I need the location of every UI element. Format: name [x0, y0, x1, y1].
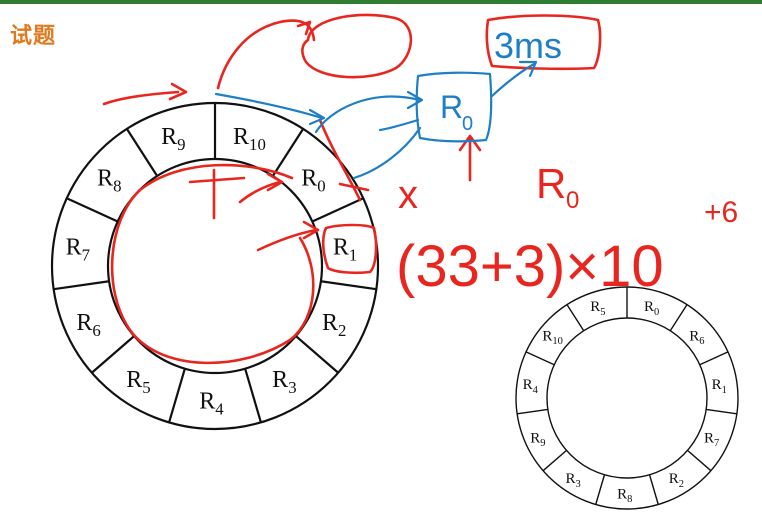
large-disk-sector-divider: [320, 280, 377, 291]
small-disk-sector-divider: [566, 304, 585, 332]
large-disk-sector-label: R5: [126, 367, 150, 397]
small-disk-sector-label: R0: [644, 299, 659, 318]
small-disk-sector-label: R5: [590, 299, 605, 318]
small-disk-sector-label: R10: [542, 328, 563, 347]
red-arrow-mid: [238, 180, 282, 204]
large-disk-sector-label: R10: [233, 124, 266, 154]
blue-stroke-low2: [378, 118, 420, 132]
red-annotations: [102, 13, 602, 365]
small-disk-sector-label: R1: [712, 377, 727, 396]
large-disk-sector-divider: [295, 335, 339, 374]
large-disk-sector-label: R7: [66, 234, 90, 264]
blue-stroke-top: [214, 92, 324, 120]
blue-annotations: [214, 60, 538, 180]
red-cross-mark: x: [398, 173, 418, 217]
small-disk-sector-label: R9: [530, 430, 545, 449]
large-disk-sector-divider: [311, 197, 364, 223]
blue-stroke-mid: [314, 95, 422, 134]
blue-arrow-out-head: [518, 60, 538, 78]
small-disk-inner-ring: [546, 317, 708, 479]
large-disk-sector-divider: [125, 128, 159, 177]
red-cross-horz: [188, 176, 246, 184]
large-disk-sector-divider: [168, 368, 186, 423]
small-disk-sector-divider: [648, 474, 659, 505]
small-disk-sector-divider: [517, 408, 548, 415]
large-disk-sector-label: R1: [333, 234, 357, 264]
large-disk-sector-divider: [66, 197, 119, 223]
red-arrow-low: [256, 228, 318, 252]
red-arrow-low-head: [302, 220, 320, 240]
small-disk-sector-divider: [706, 408, 737, 415]
small-disk-sector-label: R8: [617, 486, 632, 505]
small-disk-sector-label: R2: [669, 471, 684, 490]
blue-stroke-mid-head: [406, 90, 424, 110]
red-arrow-top-left: [102, 90, 180, 106]
large-disk-sector-divider: [53, 280, 110, 291]
blue-stroke-low: [352, 126, 422, 180]
small-disk-sector-divider: [525, 351, 555, 366]
large-disk-sector-label: R6: [76, 310, 100, 340]
exponent-annotation: +6: [704, 196, 738, 229]
red-r0-base: R: [536, 160, 566, 207]
red-time-box: [485, 14, 602, 71]
boxed-r0-sub: 0: [462, 113, 473, 135]
red-arrow-mid-head: [266, 172, 284, 192]
formula-annotation: (33+3)×10: [396, 234, 664, 299]
small-disk-sector-label: R4: [523, 377, 539, 396]
small-disk-sector-divider: [595, 474, 606, 505]
red-path-right: [318, 118, 362, 202]
small-disk-outer-ring: [515, 286, 739, 510]
large-disk-sector-label: R4: [199, 389, 224, 419]
large-disk-sector-label: R0: [301, 165, 325, 195]
blue-arrow-out: [490, 62, 536, 98]
large-disk-sector-divider: [244, 368, 262, 423]
small-disk-sector-divider: [687, 449, 712, 472]
large-disk-sector-label: R3: [272, 367, 296, 397]
large-disk-sector-label: R8: [97, 165, 121, 195]
small-disk-sector-label: R7: [704, 430, 719, 449]
red-r2-box: [321, 223, 378, 275]
blue-stroke-top-head: [308, 108, 326, 126]
red-loop-top-head: [296, 20, 312, 36]
red-arrow-top-left-head: [168, 82, 188, 101]
small-disk-sector-divider: [542, 449, 567, 472]
red-up-arrow-head: [458, 134, 482, 152]
large-disk-sector-divider: [271, 128, 305, 177]
red-oval: [301, 13, 413, 79]
red-arc-inner: [110, 163, 315, 365]
small-disk-sector-divider: [699, 351, 729, 366]
time-annotation: 3ms: [494, 25, 562, 66]
blue-r0-box: [415, 71, 493, 143]
red-loop-top: [216, 19, 316, 90]
large-disk-sector-label: R9: [161, 124, 185, 154]
page-title: 试题: [10, 24, 57, 49]
boxed-r0-base: R: [440, 89, 463, 125]
large-disk-sector-divider: [91, 335, 135, 374]
red-arrow-r1: [338, 182, 370, 192]
red-r0-sub: 0: [566, 187, 579, 214]
small-disk-sector-label: R3: [565, 471, 580, 490]
small-disk-sector-label: R6: [689, 328, 704, 347]
top-accent-bar: [0, 0, 762, 4]
small-disk-sector-divider: [669, 304, 688, 332]
large-disk-sector-label: R2: [322, 310, 346, 340]
